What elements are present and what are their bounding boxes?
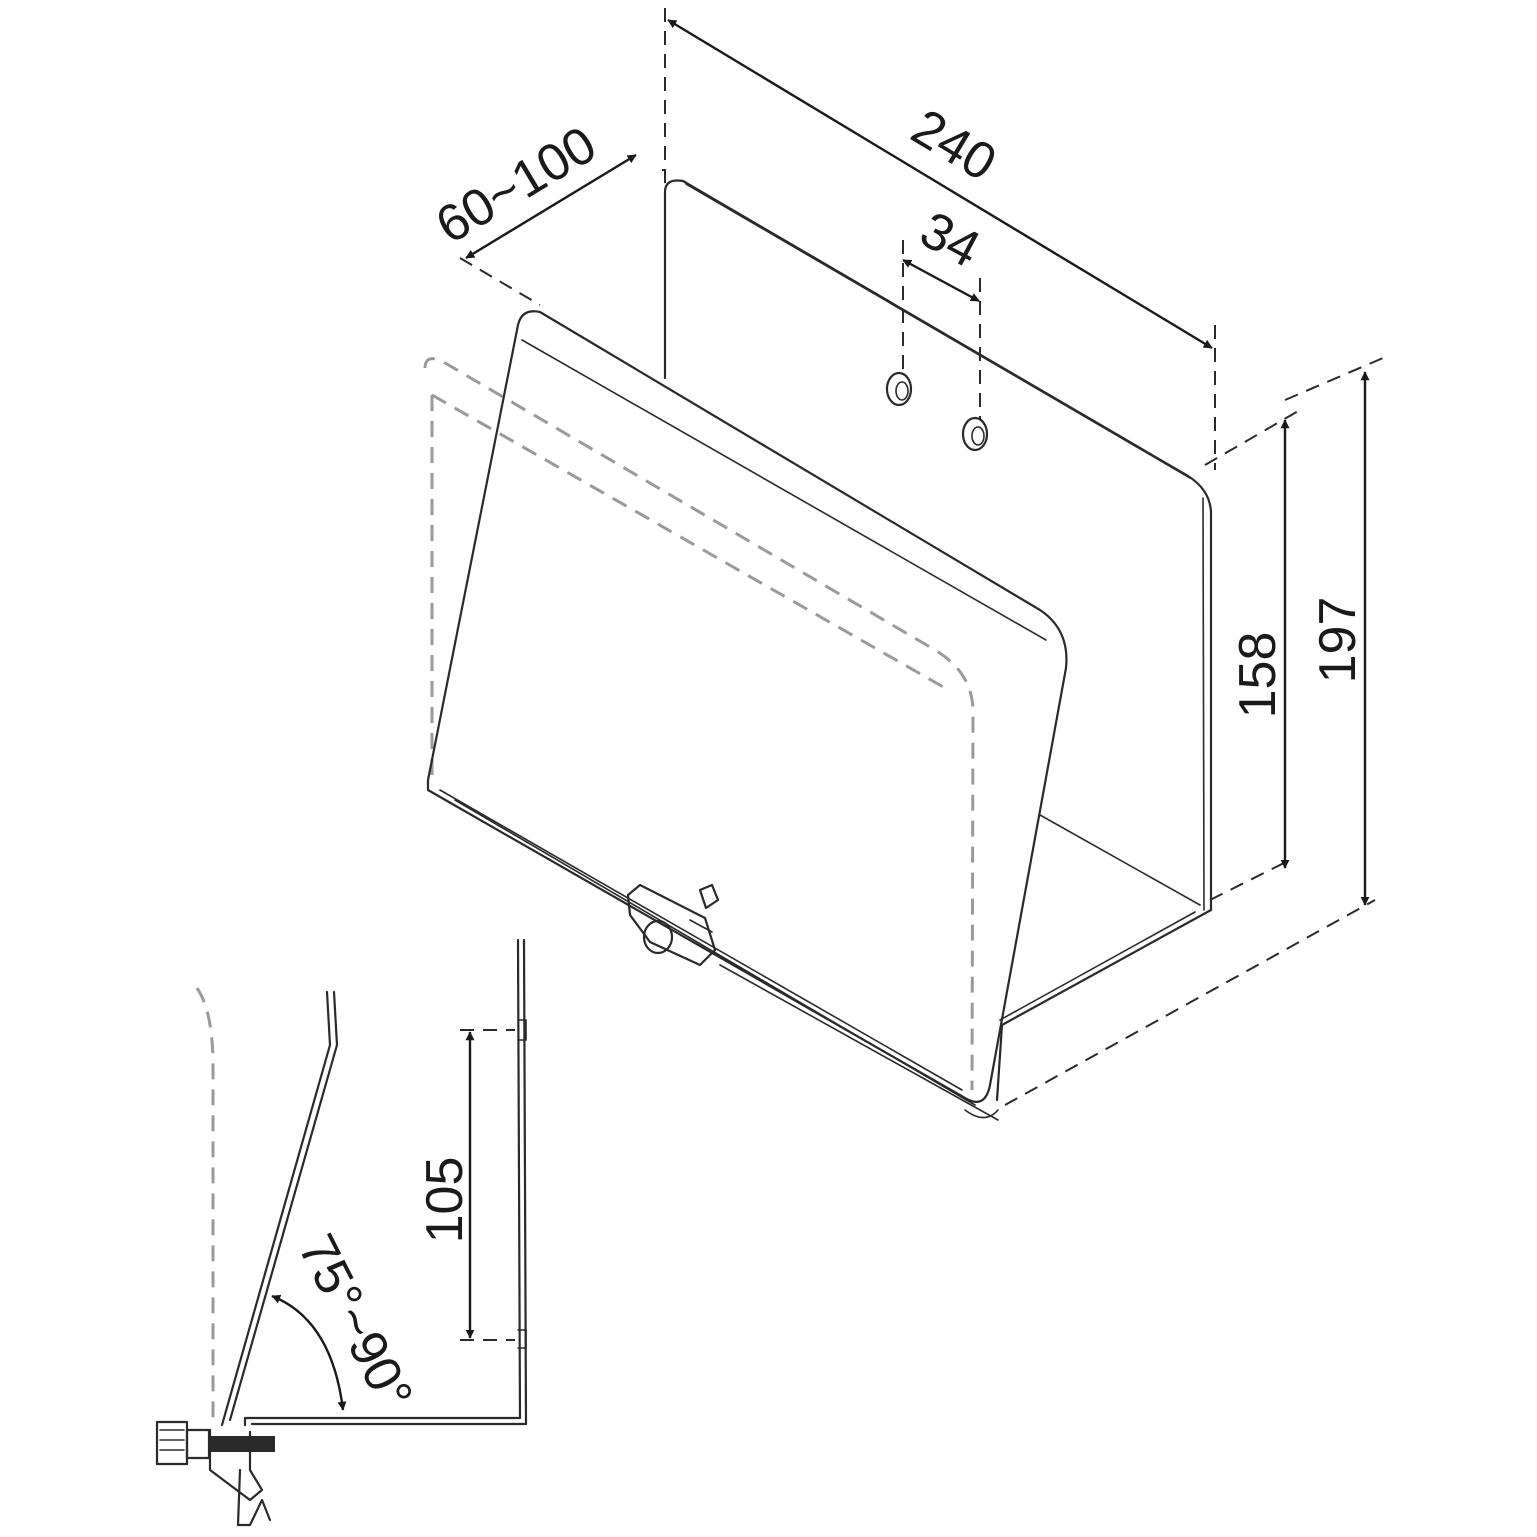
base-shelf (995, 908, 1213, 1102)
back-plate (663, 179, 1213, 912)
mounting-holes (885, 371, 989, 452)
angle-label: 75°~90° (287, 1226, 424, 1420)
front-plate (426, 310, 1068, 1103)
dim-label-158: 158 (1229, 632, 1287, 719)
angle-arc (271, 1294, 347, 1411)
isometric-view: 240 34 60~100 158 197 (423, 8, 1391, 1121)
side-clamp[interactable] (155, 1420, 275, 1527)
dim-line-240 (667, 18, 1213, 350)
dim-label-197: 197 (1309, 597, 1367, 684)
side-plate-ghost (195, 987, 215, 1420)
side-back-plate (243, 938, 522, 1427)
tilt-knob[interactable] (626, 883, 720, 967)
dim-line-34 (902, 258, 980, 303)
dim-label-34: 34 (911, 201, 989, 279)
front-plate-ghost (423, 357, 975, 1091)
dim-label-105: 105 (416, 1157, 474, 1244)
dim-label-240: 240 (902, 98, 1006, 192)
dim-label-60-100: 60~100 (426, 116, 606, 256)
side-view: 105 75°~90° (155, 938, 528, 1527)
side-front-plate (220, 990, 332, 1427)
dim-line-60-100 (465, 153, 637, 260)
